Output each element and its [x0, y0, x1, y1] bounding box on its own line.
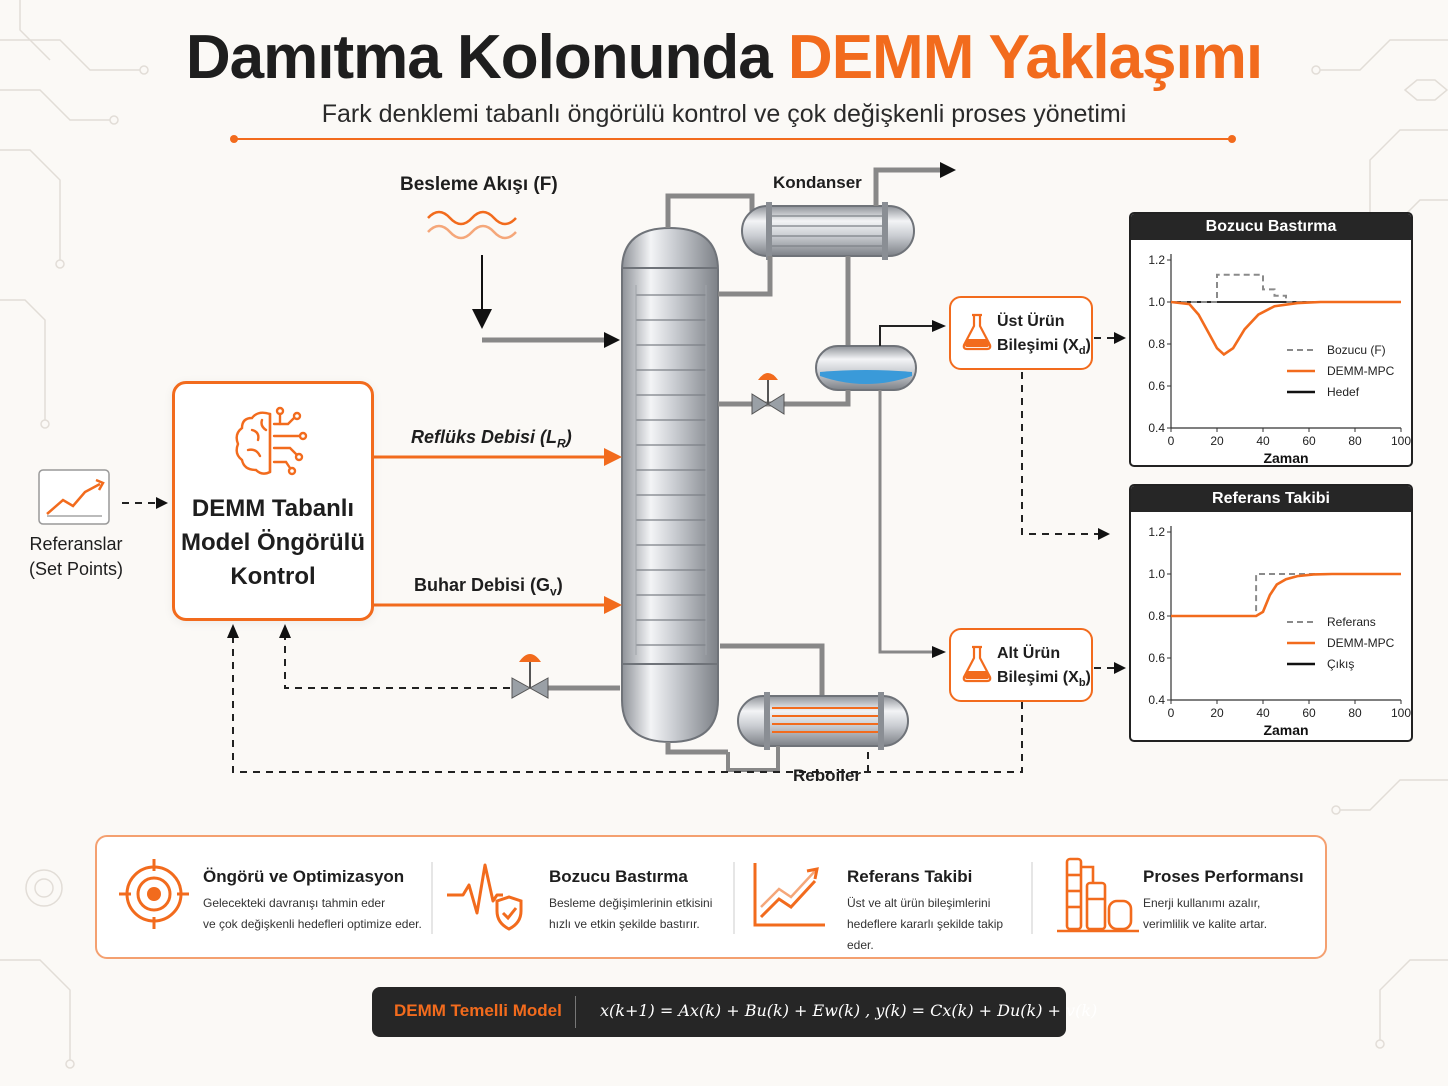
y-tick-label: 1.2 [1148, 525, 1165, 539]
features-strip: Öngörü ve Optimizasyon Gelecekteki davra… [95, 835, 1327, 959]
reflux-label: Reflüks Debisi (LR) [411, 427, 572, 451]
x-axis-label: Zaman [1263, 450, 1308, 465]
series-line-0 [1171, 273, 1401, 303]
reference-tracking-panel: Referans Takibi 0.4 0.6 0.8 1.0 1.2 0 20 40 60 80… [1129, 484, 1413, 742]
feature-tracking: Referans Takibi Üst ve alt ürün bileşiml… [735, 837, 1031, 957]
chart-title: Bozucu Bastırma [1131, 214, 1411, 240]
y-tick-label: 1.2 [1148, 253, 1165, 267]
legend-label: Çıkış [1327, 657, 1354, 671]
y-tick-label: 0.8 [1148, 337, 1165, 351]
page-subtitle: Fark denklemi tabanlı öngörülü kontrol v… [321, 100, 1127, 128]
vapor-label: Buhar Debisi (Gv) [414, 575, 563, 599]
reflux-drum [815, 345, 917, 391]
x-tick-label: 100 [1391, 434, 1411, 448]
x-tick-label: 0 [1168, 706, 1175, 720]
series-line-1 [1170, 300, 1401, 357]
y-tick-label: 0.8 [1148, 609, 1165, 623]
x-axis-label: Zaman [1263, 722, 1308, 738]
feedback-lines [232, 337, 1120, 773]
legend-label: Hedef [1327, 385, 1360, 399]
x-tick-label: 40 [1256, 434, 1270, 448]
condenser [741, 202, 915, 260]
page-title: Damıtma Kolonunda DEMM Yaklaşımı [0, 22, 1448, 93]
flask-icon [962, 645, 992, 683]
x-tick-label: 80 [1348, 434, 1362, 448]
references-chart-icon [38, 469, 110, 525]
y-tick-label: 1.0 [1148, 295, 1165, 309]
bottom-product-box: Alt Ürün Bileşimi (Xb) [949, 628, 1093, 702]
x-tick-label: 20 [1210, 434, 1224, 448]
legend-label: DEMM-MPC [1327, 636, 1395, 650]
feed-wave-icon [427, 210, 517, 240]
model-equation: x(k+1) = Ax(k) + Bu(k) + Ew(k) , y(k) = … [600, 1001, 1098, 1020]
reflux-valve [751, 373, 785, 415]
y-tick-label: 0.4 [1148, 421, 1165, 435]
trend-chart-icon [753, 863, 825, 927]
x-tick-label: 80 [1348, 706, 1362, 720]
y-tick-label: 0.6 [1148, 379, 1165, 393]
x-tick-label: 100 [1391, 706, 1411, 720]
feature-disturbance: Bozucu Bastırma Besleme değişimlerinin e… [433, 837, 733, 957]
brain-circuit-icon [235, 406, 308, 476]
x-tick-label: 0 [1168, 434, 1175, 448]
controller-title: DEMM Tabanlı Model Öngörülü Kontrol [181, 495, 365, 590]
legend-label: Bozucu (F) [1327, 343, 1386, 357]
y-tick-label: 0.6 [1148, 651, 1165, 665]
model-equation-bar: DEMM Temelli Model x(k+1) = Ax(k) + Bu(k… [372, 987, 1097, 1037]
legend-label: Referans [1327, 615, 1376, 629]
feature-performance: Proses Performansı Enerji kullanımı azal… [1033, 837, 1323, 957]
reboiler-label: Reboiler [793, 766, 862, 785]
model-equation-title: DEMM Temelli Model [394, 1001, 562, 1020]
x-tick-label: 40 [1256, 706, 1270, 720]
pulse-shield-icon [447, 863, 523, 931]
condenser-label: Kondanser [773, 173, 862, 192]
feed-label: Besleme Akışı (F) [400, 174, 558, 195]
legend-label: DEMM-MPC [1327, 364, 1395, 378]
chart-title: Referans Takibi [1131, 486, 1411, 512]
x-tick-label: 60 [1302, 434, 1316, 448]
mpc-controller-box: DEMM Tabanlı Model Öngörülü Kontrol [172, 381, 374, 621]
disturbance-rejection-panel: Bozucu Bastırma 0.4 0.6 0.8 1.0 1.2 0 20 40 60 80… [1129, 212, 1413, 467]
distillation-column [621, 226, 719, 744]
title-underline [230, 135, 1236, 143]
x-tick-label: 20 [1210, 706, 1224, 720]
series-line-1 [1171, 572, 1401, 618]
top-product-box: Üst Ürün Bileşimi (Xd) [949, 296, 1093, 370]
target-icon [119, 859, 189, 929]
steam-valve [511, 654, 549, 699]
plant-icon [1057, 857, 1139, 933]
x-tick-label: 60 [1302, 706, 1316, 720]
title-accent: DEMM Yaklaşımı [787, 23, 1263, 92]
y-tick-label: 1.0 [1148, 567, 1165, 581]
title-main: Damıtma Kolonunda [185, 23, 773, 92]
reboiler [737, 692, 909, 750]
y-tick-label: 0.4 [1148, 693, 1165, 707]
feature-prediction: Öngörü ve Optimizasyon Gelecekteki davra… [97, 837, 432, 957]
flask-icon [962, 313, 992, 351]
references-label: Referanslar (Set Points) [29, 534, 124, 579]
